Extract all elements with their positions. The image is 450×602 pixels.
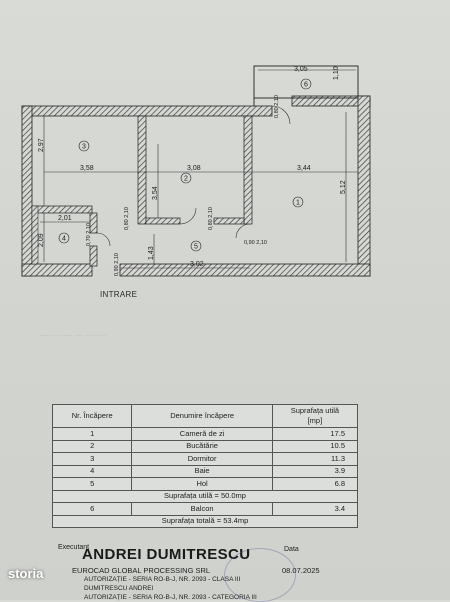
authorization-line: AUTORIZAȚIE - SERIA RO-B-J, NR. 2093 - C…: [84, 576, 241, 583]
grand-total-row: Suprafața totală = 53.4mp: [52, 514, 358, 528]
dim-hall-width: 3,02: [190, 261, 204, 268]
table-row: 2 Bucătărie 10.5: [51, 439, 359, 453]
door-label-balcony: 0,80 2,10: [274, 95, 280, 118]
signature-name: ANDREI DUMITRESCU: [82, 546, 251, 563]
dim-room1-width: 3,44: [297, 165, 311, 172]
room-1-marker: 1: [296, 200, 300, 207]
row-nr: 3: [51, 452, 133, 466]
dim-bath-depth: 2,09: [38, 233, 45, 247]
row-area: 10.5: [271, 439, 359, 453]
dim-room1-depth: 5,12: [340, 180, 347, 194]
table-row: 5 Hol 6.8: [51, 477, 359, 491]
table-row: 6 Balcon 3.4: [51, 502, 359, 516]
dim-room2-width: 3,08: [187, 165, 201, 172]
door-label-kitchen: 0,80 2,10: [124, 207, 130, 230]
row-nr: 5: [51, 477, 133, 491]
row-area: 11.3: [271, 452, 359, 466]
date-value: 08.07.2025: [282, 566, 320, 575]
floor-plan: 3,05 1,10 3,58 3,08 3,44 2,97 3,54 5,12 …: [21, 65, 371, 277]
header-area: Suprafața utilă [mp]: [271, 404, 359, 428]
dim-room3-width: 3,58: [80, 165, 94, 172]
grand-total: Suprafața totală = 53.4mp: [52, 514, 358, 528]
dim-balcony-width: 3,05: [294, 66, 308, 73]
row-nr: 1: [51, 427, 133, 441]
room-4-marker: 4: [62, 236, 66, 243]
row-area: 17.5: [271, 427, 359, 441]
header-area-unit: [mp]: [307, 416, 323, 425]
company-name: EUROCAD GLOBAL PROCESSING SRL: [72, 566, 211, 575]
storia-watermark: storia: [8, 566, 44, 581]
row-name: Dormitor: [131, 452, 273, 466]
room-5-marker: 5: [194, 244, 198, 251]
row-nr: 4: [51, 464, 133, 478]
dim-room3-depth: 2,97: [38, 138, 45, 152]
table-row: 4 Baie 3.9: [51, 464, 359, 478]
door-swings: [96, 105, 291, 247]
door-label-bath: 0,70 2,10: [86, 223, 92, 246]
room-2-marker: 2: [184, 176, 188, 183]
executant-label: Executant: [58, 544, 90, 551]
person-name: DUMITRESCU ANDREI: [84, 585, 154, 592]
row-nr: 6: [51, 502, 133, 516]
row-area: 3.4: [271, 502, 359, 516]
dimension-lines: [40, 69, 358, 269]
header-name: Denumire încăpere: [131, 404, 273, 428]
door-label-entry: 0,90 2,10: [114, 253, 120, 276]
entry-label: INTRARE: [100, 290, 138, 299]
useful-total-row: Suprafața utilă = 50.0mp: [52, 489, 358, 503]
row-area: 6.8: [271, 477, 359, 491]
row-name: Baie: [131, 464, 273, 478]
stamp-seal: [224, 548, 296, 602]
date-label: Data: [284, 546, 299, 553]
row-name: Hol: [131, 477, 273, 491]
room-3-marker: 3: [82, 144, 86, 151]
dim-balcony-small: 1,10: [333, 66, 340, 80]
authorization-line-2: AUTORIZAȚIE - SERIA RO-B-J, NR. 2093 - C…: [84, 594, 257, 601]
room-6-marker: 6: [304, 82, 308, 89]
balcony-outline: [253, 65, 359, 106]
header-area-label: Suprafața utilă: [290, 406, 340, 415]
table-row: 3 Dormitor 11.3: [51, 452, 359, 466]
rooms-table: Nr. Încăpere Denumire încăpere Suprafața…: [51, 404, 359, 528]
background-writing: — — — — — —: [40, 330, 107, 340]
row-area: 3.9: [271, 464, 359, 478]
walls: [21, 95, 371, 277]
dim-hall-depth: 1,43: [148, 246, 155, 260]
row-nr: 2: [51, 439, 133, 453]
dim-room2-depth: 3,54: [152, 186, 159, 200]
row-name: Balcon: [131, 502, 273, 516]
door-label-dormitor: 0,80 2,10: [208, 207, 214, 230]
door-label-living: 0,90 2,10: [244, 240, 267, 246]
row-name: Bucătărie: [131, 439, 273, 453]
header-nr: Nr. Încăpere: [51, 404, 133, 428]
dim-bath-width: 2,01: [58, 215, 72, 222]
useful-total: Suprafața utilă = 50.0mp: [52, 489, 358, 503]
table-row: 1 Cameră de zi 17.5: [51, 427, 359, 441]
row-name: Cameră de zi: [131, 427, 273, 441]
